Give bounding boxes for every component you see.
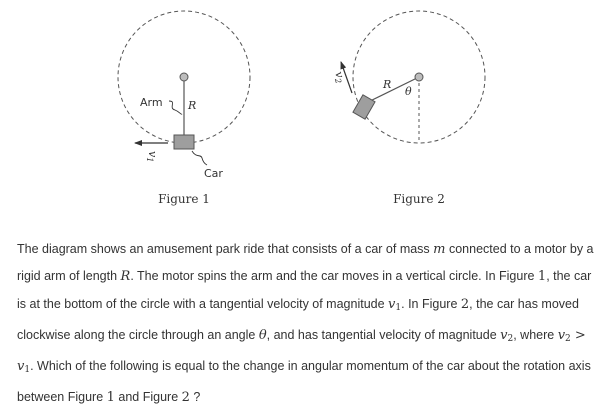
velocity-1-symbol: v1 bbox=[388, 296, 402, 313]
figure-2-reference-2: 2 bbox=[181, 390, 190, 406]
angle-symbol: θ bbox=[258, 327, 267, 343]
figure-1-velocity-label: v1 bbox=[145, 151, 159, 162]
figure-1: Arm R v1 Car Figure 1 bbox=[117, 10, 251, 206]
figure-2-car bbox=[352, 94, 376, 120]
figure-2-angle-label: θ bbox=[405, 85, 412, 98]
figure-2: v2 R θ Figure 2 bbox=[331, 10, 486, 206]
figure-2-radius-label: R bbox=[382, 78, 391, 91]
figure-2-pivot bbox=[414, 72, 424, 82]
figure-2-circle-path bbox=[352, 10, 486, 144]
figure-1-car-label: Car bbox=[204, 167, 223, 180]
figure-1-circle-path bbox=[117, 10, 251, 144]
figure-2-rigid-arm bbox=[363, 76, 420, 105]
figure-1-radius-label: R bbox=[187, 99, 196, 112]
figure-1-car-pointer bbox=[191, 150, 208, 166]
figure-2-velocity-arrow bbox=[340, 61, 353, 94]
velocity-comparison: v2 > v1 bbox=[17, 327, 586, 376]
length-symbol: R bbox=[120, 269, 131, 285]
figure-1-pivot bbox=[179, 72, 189, 82]
figures-diagram: Arm R v1 Car Figure 1 v2 R θ Figure 2 bbox=[117, 10, 486, 206]
figure-1-reference: 1 bbox=[537, 269, 547, 285]
figure-1-arm-pointer bbox=[168, 100, 183, 115]
figure-1-reference-2: 1 bbox=[106, 390, 115, 406]
figure-2-reference: 2 bbox=[460, 296, 470, 312]
figure-1-car bbox=[173, 134, 195, 150]
figure-1-caption: Figure 1 bbox=[158, 192, 210, 206]
problem-statement: The diagram shows an amusement park ride… bbox=[17, 242, 594, 406]
velocity-2-symbol: v2 bbox=[500, 327, 514, 344]
figure-2-velocity-label: v2 bbox=[331, 70, 347, 85]
mass-symbol: m bbox=[433, 242, 446, 257]
figure-1-arm-label: Arm bbox=[140, 96, 163, 109]
figure-2-caption: Figure 2 bbox=[393, 192, 445, 206]
